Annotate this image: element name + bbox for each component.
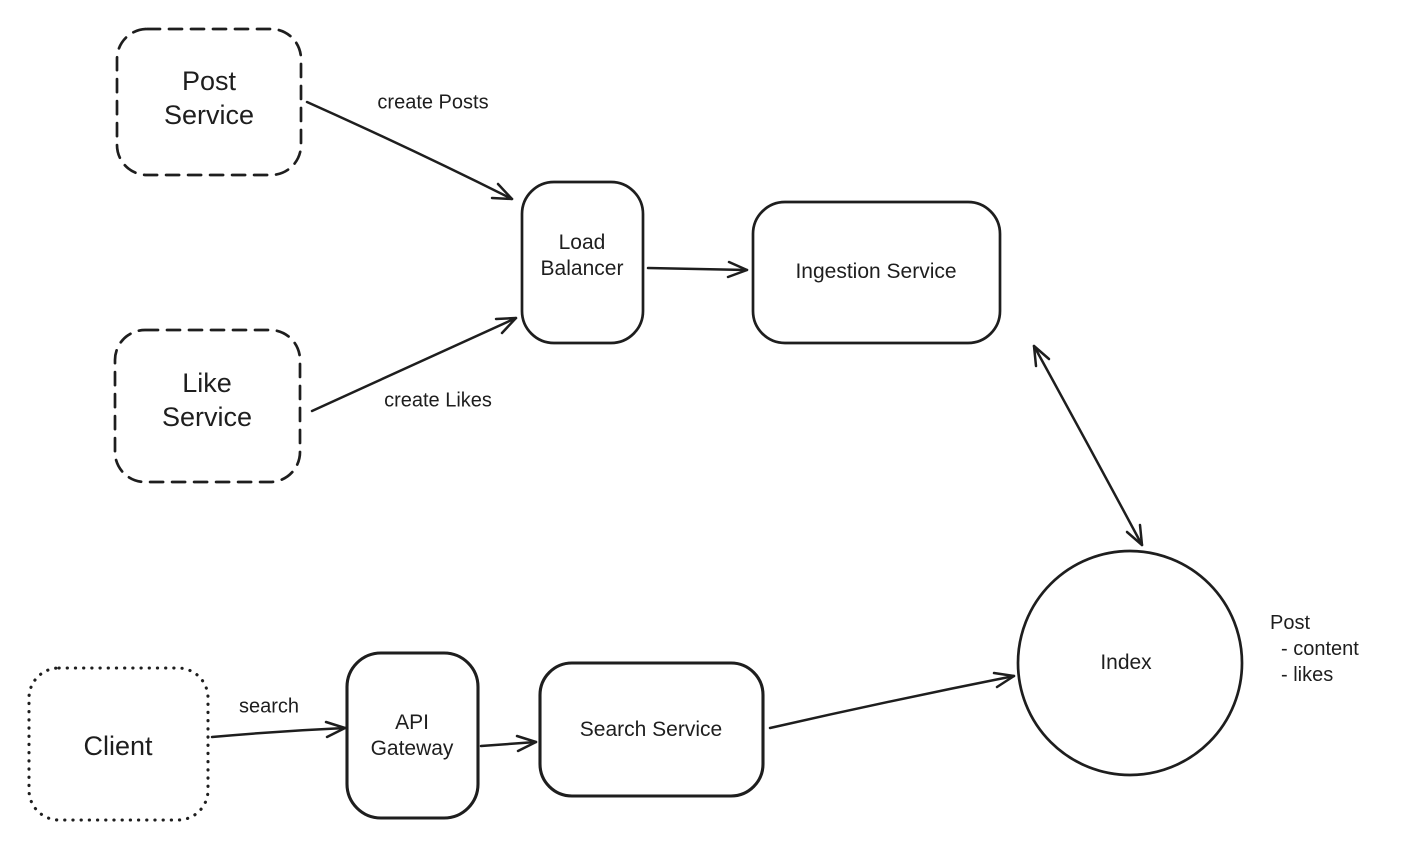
edge-load-balancer-to-ingestion [646, 266, 749, 272]
index-label-line: Index [1100, 651, 1152, 674]
arrowhead-into-api-gateway [324, 720, 347, 739]
index-annotation-item: - content [1281, 638, 1359, 660]
ingestion-service-label-line: Ingestion Service [795, 260, 957, 283]
post-service-label-line: Service [163, 100, 255, 130]
edge-search-service-to-index [768, 674, 1016, 730]
ingestion-service-label: Ingestion Service [795, 259, 956, 285]
edge-ingestion-to-index [1032, 344, 1144, 547]
index-circle [1016, 549, 1244, 777]
like-service-box [113, 328, 302, 484]
post-service-label-line: Post [181, 66, 237, 96]
load-balancer-label-line: Load [558, 231, 606, 254]
arrowhead-into-ingestion [726, 260, 749, 279]
api-gateway-label-line: API [395, 711, 429, 734]
like-service-label: Like Service [162, 366, 252, 434]
edge-client-to-api-gateway [210, 726, 347, 739]
api-gateway-label-line: Gateway [370, 737, 454, 760]
arrowhead-into-load-balancer-bottom [494, 316, 518, 335]
edge-label-create-likes: create Likes [384, 389, 492, 412]
edge-label-search: search [238, 695, 300, 718]
edge-like-service-to-load-balancer [310, 316, 518, 413]
edge-label-create-posts: create Posts [377, 91, 489, 114]
index-label: Index [1100, 650, 1151, 676]
index-annotation-title: Post [1270, 612, 1311, 634]
load-balancer-label: Load Balancer [541, 230, 624, 282]
load-balancer-box [520, 180, 645, 345]
edge-api-gateway-to-search-service [479, 740, 538, 748]
search-service-label-line: Search Service [579, 718, 723, 741]
like-service-label-line: Like [182, 368, 232, 398]
ingestion-service-box [751, 200, 1002, 345]
post-service-label: Post Service [164, 64, 254, 132]
load-balancer-label-line: Balancer [540, 257, 624, 280]
index-annotation-item: - likes [1281, 664, 1334, 686]
search-service-label: Search Service [580, 717, 722, 743]
arrowhead-into-load-balancer-top [490, 182, 514, 201]
like-service-label-line: Service [161, 402, 253, 432]
arrowhead-into-search-service [515, 734, 538, 753]
post-service-box [115, 27, 303, 177]
client-box [27, 666, 210, 822]
arrowhead-into-index-top [1125, 523, 1144, 547]
api-gateway-box [345, 651, 480, 820]
client-label-line: Client [83, 731, 153, 761]
arrowhead-into-ingestion-bottom [1032, 344, 1051, 368]
search-service-box [538, 661, 765, 798]
index-annotation: Post - content - likes [1270, 610, 1359, 688]
edge-post-service-to-load-balancer [305, 100, 514, 201]
api-gateway-label: API Gateway [371, 710, 454, 762]
client-label: Client [83, 729, 152, 763]
arrowhead-into-index-left [992, 671, 1016, 689]
